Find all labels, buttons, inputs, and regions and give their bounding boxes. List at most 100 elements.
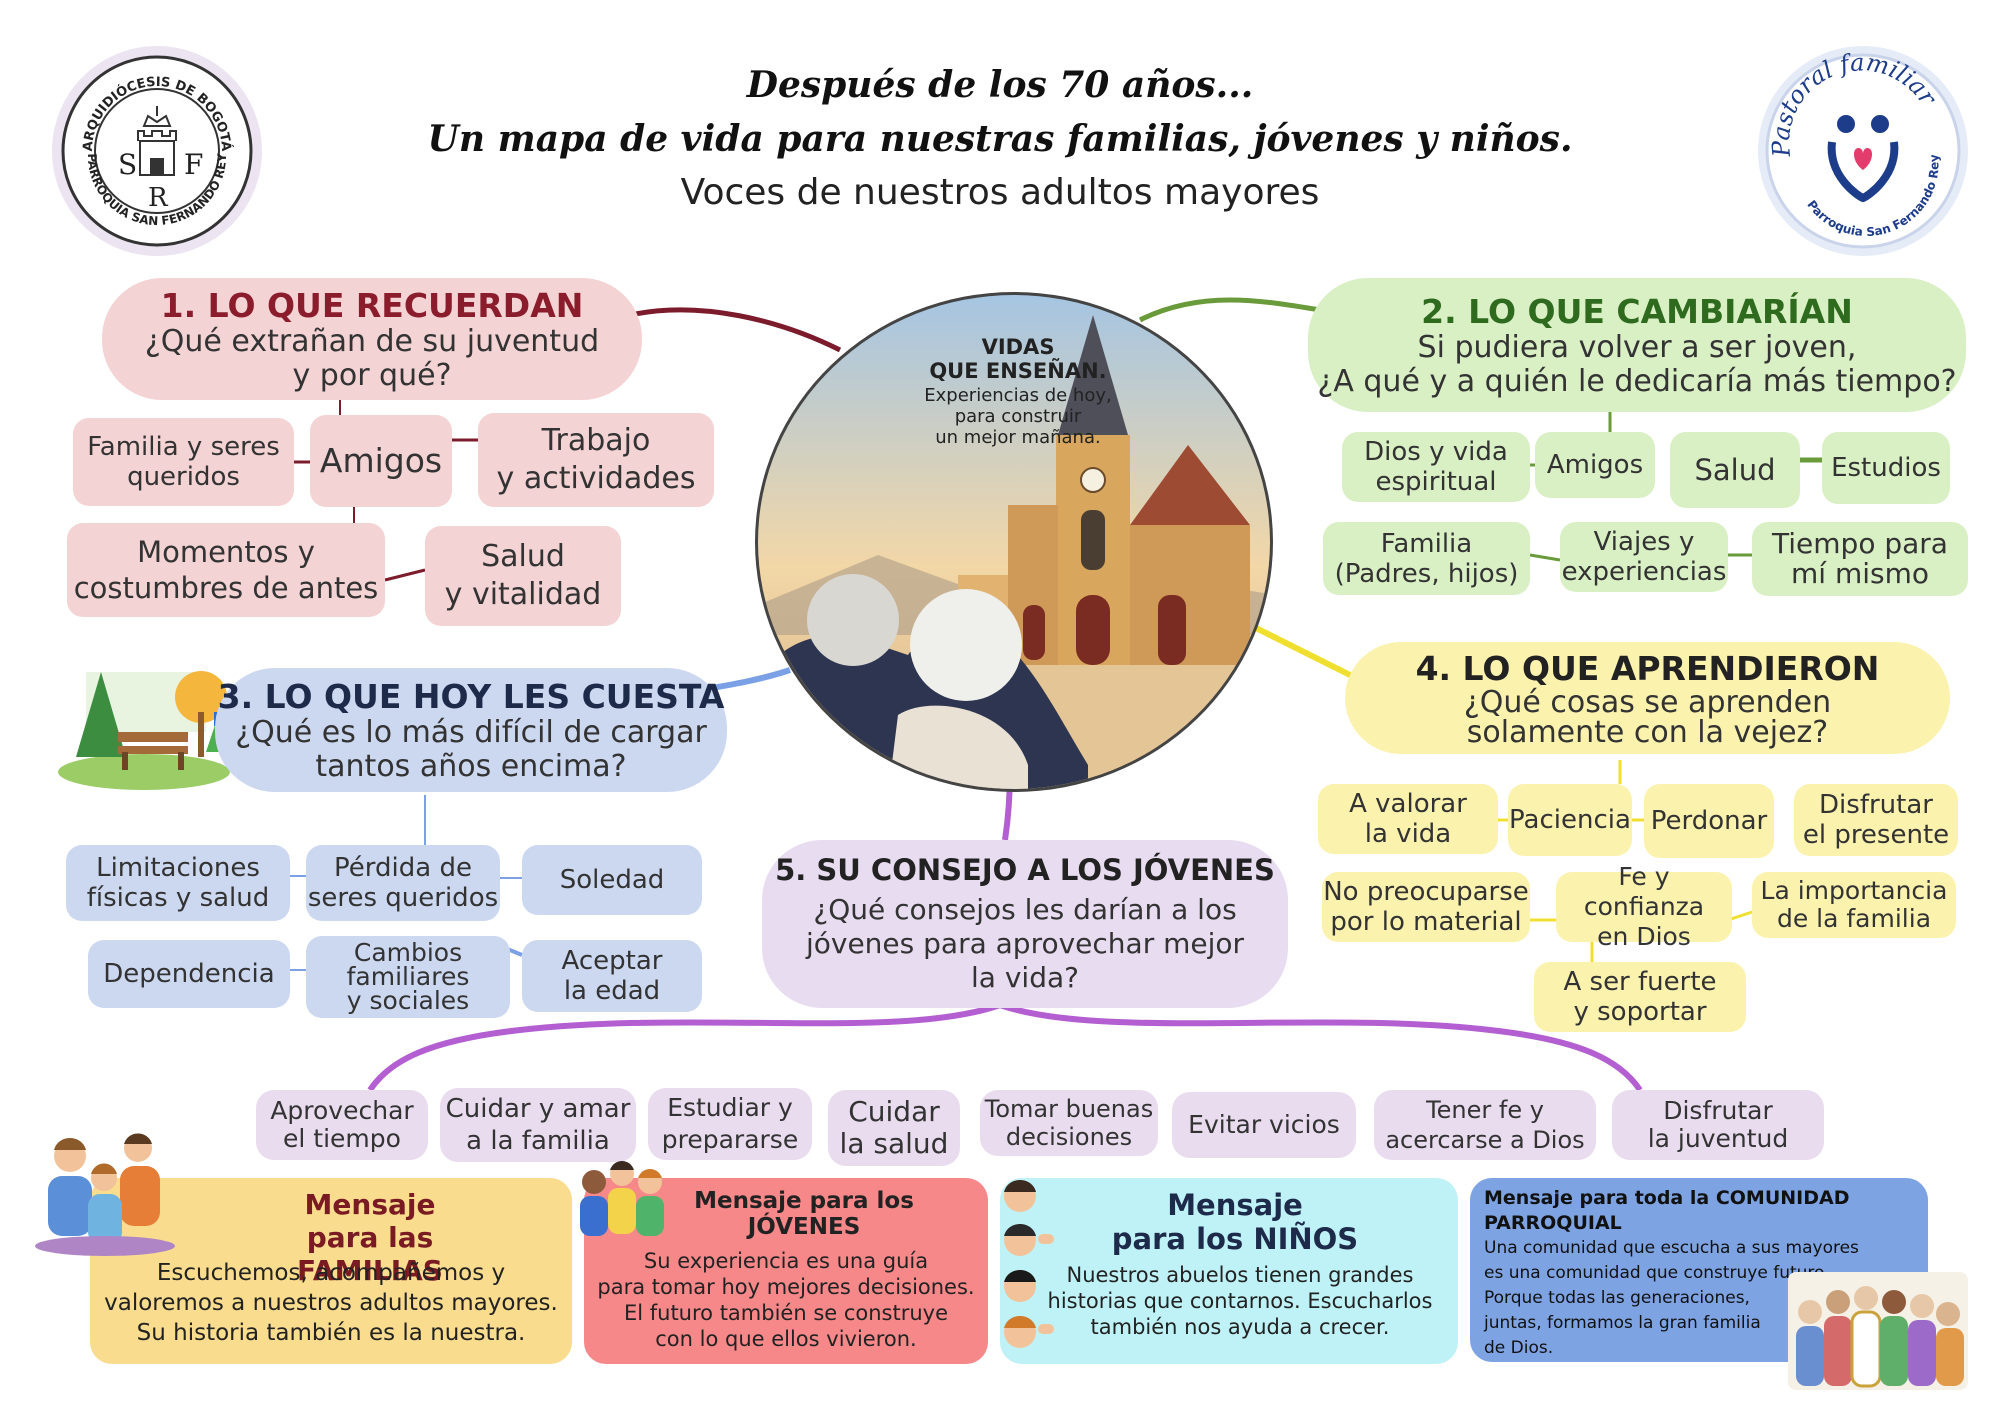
section4-title: 4. LO QUE APRENDIERON [1415, 648, 1880, 688]
message-familias-body-line: valoremos a nuestros adultos mayores. [104, 1290, 558, 1316]
message-familias-body-line: Escuchemos, acompañemos y [156, 1260, 506, 1286]
section3-item-line: Aceptar [561, 946, 663, 976]
svg-text:F: F [184, 148, 203, 181]
section4-item: Disfrutar el presente [1794, 784, 1958, 856]
section5-question-line1: ¿Qué consejos les darían a los [813, 893, 1237, 926]
section1-item: Trabajo y actividades [478, 413, 714, 507]
section5-item: Cuidar la salud [828, 1090, 960, 1166]
message-ninos-body-line: también nos ayuda a crecer. [1090, 1315, 1390, 1339]
youth-group-icon [572, 1156, 672, 1242]
svg-text:R: R [148, 183, 169, 213]
section3-header: 3. LO QUE HOY LES CUESTA ¿Qué es lo más … [215, 668, 727, 792]
section2-item-line: Familia [1380, 528, 1473, 559]
message-jovenes-body-line: con lo que ellos vivieron. [655, 1327, 917, 1351]
section3-question-line1: ¿Qué es lo más difícil de cargar [235, 714, 707, 750]
message-comunidad-title-line2: PARROQUIAL [1484, 1212, 1622, 1234]
section2-question-line2: ¿A qué y a quién le dedicaría más tiempo… [1317, 363, 1957, 399]
section4-item-line: y soportar [1573, 997, 1707, 1027]
section4-item: La importancia de la familia [1752, 872, 1956, 938]
center-sub-line2: para construir [954, 406, 1082, 427]
message-familias-title-line1: Mensaje [304, 1188, 436, 1221]
message-comunidad-body-line: Porque todas las generaciones, [1484, 1288, 1750, 1308]
section4-item-line: Paciencia [1509, 805, 1631, 835]
section2-item: Salud [1670, 432, 1800, 508]
message-jovenes-body-line: Su experiencia es una guía [643, 1249, 929, 1273]
section4-question-line1: ¿Qué cosas se aprenden [1463, 684, 1832, 720]
section2-item-line: mí mismo [1790, 557, 1929, 590]
section2-item-line: Viajes y [1593, 527, 1695, 557]
section5-question-line2: jóvenes para aprovechar mejor [805, 927, 1245, 960]
section4-item: No preocuparse por lo material [1322, 872, 1530, 942]
section2-question-line1: Si pudiera volver a ser joven, [1417, 329, 1857, 365]
section4-item: Fe y confianza en Dios [1556, 862, 1732, 951]
message-ninos-body-line: historias que contarnos. Escucharlos [1047, 1289, 1433, 1313]
section5-item-line: el tiempo [283, 1124, 401, 1153]
section5-item: Tomar buenas decisiones [980, 1090, 1158, 1156]
section1-question-line2: y por qué? [292, 357, 452, 393]
section4-item: Perdonar [1644, 784, 1774, 858]
section4-item-line: en Dios [1597, 922, 1691, 951]
section5-item: Disfrutar la juventud [1612, 1090, 1824, 1160]
section3-item: Cambios familiares y sociales [306, 936, 510, 1018]
section3-item-line: y sociales [346, 986, 470, 1015]
section5-item-line: la salud [839, 1127, 949, 1160]
section2-item: Familia (Padres, hijos) [1323, 522, 1530, 595]
section3-item: Limitaciones físicas y salud [66, 845, 290, 921]
section2-title: 2. LO QUE CAMBIARÍAN [1421, 291, 1853, 331]
header-title-line1: Después de los 70 años... [746, 64, 1254, 106]
center-sub-line3: un mejor mañana. [935, 427, 1101, 448]
community-icon [1788, 1272, 1968, 1390]
header-title-line2: Un mapa de vida para nuestras familias, … [427, 118, 1573, 160]
message-comunidad-body-line: de Dios. [1484, 1338, 1554, 1358]
section2-item: Dios y vida espiritual [1342, 432, 1530, 502]
park-bench-icon [56, 652, 232, 790]
section5-title: 5. SU CONSEJO A LOS JÓVENES [775, 853, 1275, 887]
message-familias-body-line: Su historia también es la nuestra. [136, 1320, 526, 1346]
section3-item: Pérdida de seres queridos [306, 845, 500, 921]
section2-item-line: espiritual [1375, 467, 1497, 497]
section3-item-line: Dependencia [103, 959, 275, 989]
message-jovenes-title-line2: JÓVENES [747, 1214, 861, 1240]
section5-item-line: Cuidar [848, 1095, 940, 1128]
section2-item-line: Salud [1694, 453, 1776, 487]
pastoral-family-icon: Pastoral familiar Parroquia San Fernando… [1765, 48, 1961, 249]
family-icon [30, 1126, 180, 1256]
header-subtitle: Voces de nuestros adultos mayores [680, 172, 1320, 213]
section3-title: 3. LO QUE HOY LES CUESTA [217, 676, 725, 716]
section2-item-line: experiencias [1561, 557, 1727, 587]
section1-title: 1. LO QUE RECUERDAN [160, 285, 584, 325]
section5-item: Estudiar y prepararse [648, 1088, 812, 1160]
section5-item-line: Disfrutar [1663, 1096, 1773, 1125]
section1-item: Salud y vitalidad [425, 526, 621, 626]
message-ninos-title-line2: para los NIÑOS [1111, 1222, 1359, 1256]
message-familias-title-line2: para las FAMILIAS [297, 1221, 443, 1287]
section4-item-line: el presente [1802, 820, 1950, 850]
section5-question-line3: la vida? [971, 961, 1079, 994]
section1-item-line: Amigos [319, 441, 443, 480]
section2-item: Tiempo para mí mismo [1752, 522, 1968, 596]
section1-question-line1: ¿Qué extrañan de su juventud [144, 323, 600, 359]
church-illustration-icon [758, 315, 1270, 789]
center-title-line1: VIDAS [981, 335, 1055, 359]
section1-item-line: Familia y seres [87, 432, 280, 462]
message-jovenes-title-line1: Mensaje para los [694, 1188, 914, 1214]
section4-item-line: de la familia [1776, 904, 1932, 933]
section2-item-line: (Padres, hijos) [1334, 558, 1519, 589]
section2-header: 2. LO QUE CAMBIARÍAN Si pudiera volver a… [1308, 278, 1966, 412]
section5-item-line: acercarse a Dios [1385, 1126, 1585, 1154]
pastoral-familiar-logo: Pastoral familiar Parroquia San Fernando… [1758, 46, 1968, 256]
section5-item-line: Cuidar y amar [445, 1094, 631, 1124]
section5-item-line: Evitar vicios [1188, 1110, 1340, 1139]
message-jovenes-body-line: para tomar hoy mejores decisiones. [597, 1275, 975, 1299]
section4-item-line: Disfrutar [1819, 790, 1933, 820]
section2-item: Viajes y experiencias [1560, 522, 1728, 592]
section5-item: Evitar vicios [1172, 1092, 1356, 1158]
section4-item-line: Perdonar [1650, 806, 1768, 836]
section3-item-line: físicas y salud [86, 883, 270, 913]
section2-item-line: Dios y vida [1364, 437, 1508, 467]
section4-item-line: la vida [1364, 819, 1452, 849]
section1-item: Momentos y costumbres de antes [67, 523, 385, 617]
section3-item-line: la edad [563, 976, 661, 1006]
section4-item-line: A valorar [1349, 789, 1467, 819]
section1-item-line: y actividades [496, 461, 696, 496]
